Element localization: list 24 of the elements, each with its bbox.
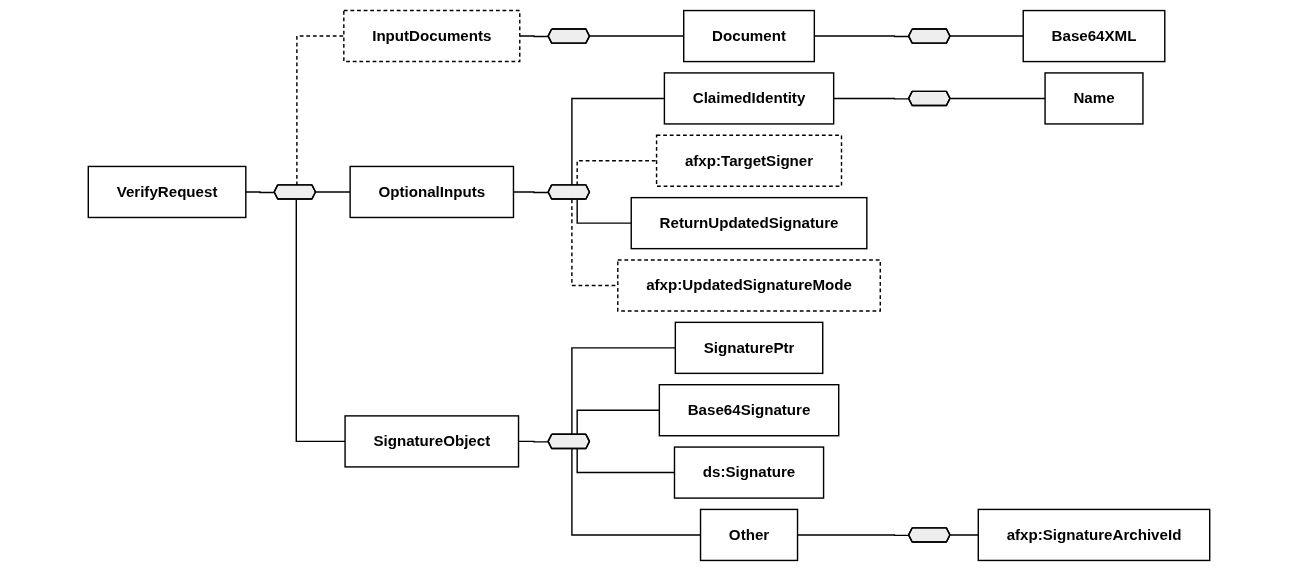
- connector: [519, 35, 550, 38]
- node-box: Name: [1044, 72, 1144, 125]
- node-box: Base64Signature: [658, 384, 840, 437]
- node-box: InputDocuments: [343, 9, 521, 63]
- connector: [949, 97, 1046, 100]
- node-box: Other: [699, 508, 799, 562]
- node-box: afxp:TargetSigner: [655, 134, 843, 187]
- node-box: VerifyRequest: [87, 165, 247, 219]
- node-box: afxp:SignatureArchiveId: [977, 508, 1211, 562]
- connector: [949, 35, 1024, 38]
- node-box: ds:Signature: [673, 446, 825, 499]
- node-box: ClaimedIdentity: [663, 72, 835, 125]
- node-box: ReturnUpdatedSignature: [630, 196, 868, 250]
- connector: [295, 198, 346, 443]
- connector: [315, 191, 351, 194]
- node-box: Document: [683, 9, 816, 63]
- connector: [576, 198, 632, 224]
- connector: [245, 191, 276, 194]
- node-box: Base64XML: [1022, 9, 1166, 63]
- node-box: afxp:UpdatedSignatureMode: [617, 259, 881, 312]
- node-box: SignaturePtr: [674, 321, 824, 375]
- connector: [949, 534, 979, 537]
- node-box: OptionalInputs: [349, 165, 515, 219]
- node-box: SignatureObject: [344, 415, 520, 468]
